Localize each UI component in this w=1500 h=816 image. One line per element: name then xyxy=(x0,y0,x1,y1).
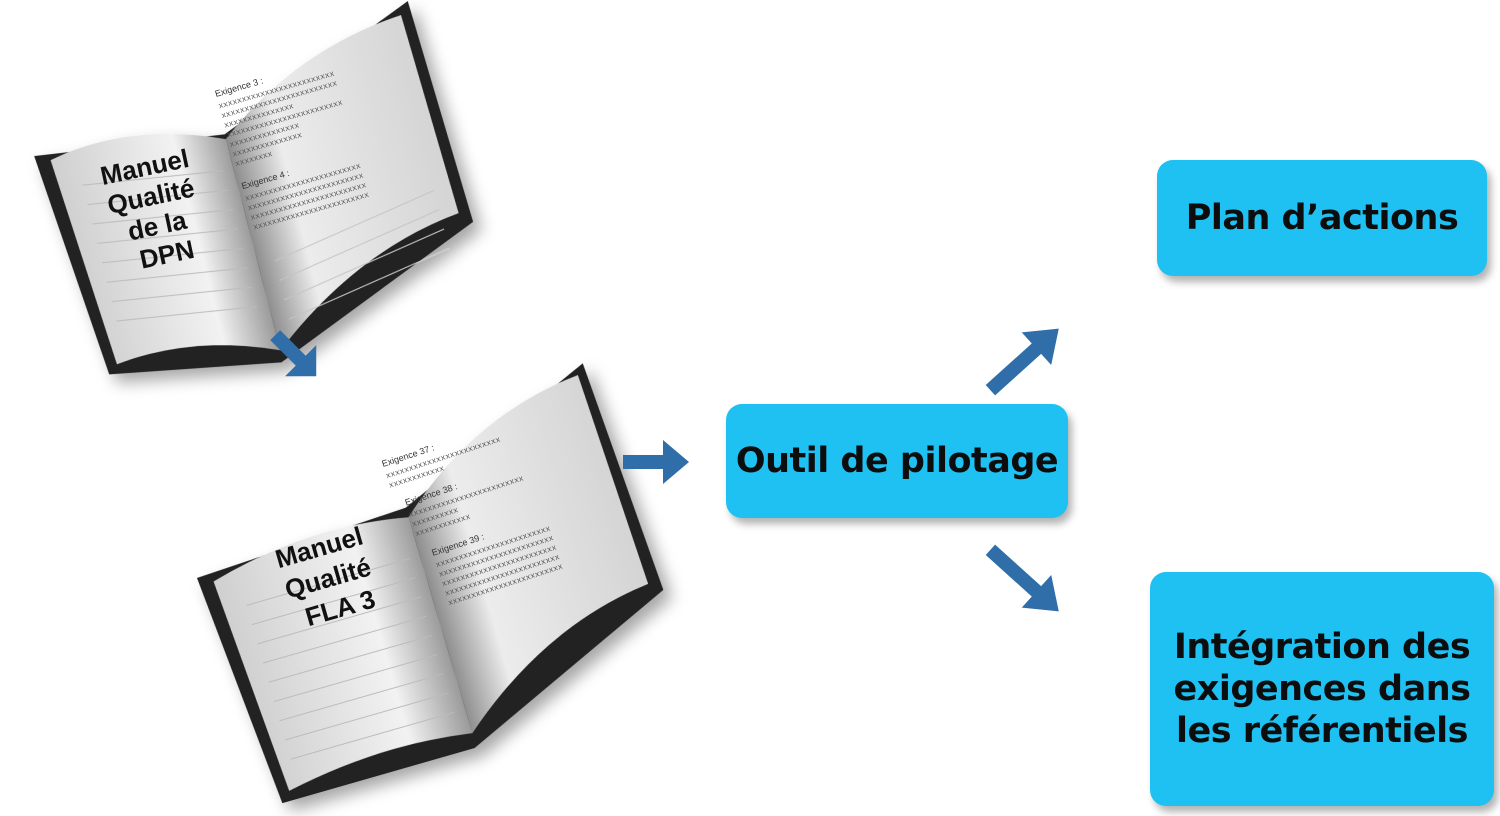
book-2-illustration: Manuel Qualité FLA 3 Exigence 37 : xxxxx… xyxy=(196,363,664,804)
left-page xyxy=(50,133,281,365)
integration-exigences-box: Intégration des exigences dans les référ… xyxy=(1150,572,1494,806)
arrow-up-right-icon xyxy=(985,328,1059,396)
book-1-illustration: Manuel Qualité de la DPN Exigence 3 : xx… xyxy=(34,1,474,375)
arrow-down-right-icon xyxy=(985,544,1059,612)
integration-exigences-label: Intégration des exigences dans les référ… xyxy=(1173,627,1471,751)
outil-de-pilotage-box: Outil de pilotage xyxy=(726,404,1068,518)
plan-actions-box: Plan d’actions xyxy=(1157,160,1487,276)
outil-de-pilotage-label: Outil de pilotage xyxy=(735,441,1059,481)
right-page xyxy=(408,375,649,734)
plan-actions-label: Plan d’actions xyxy=(1185,198,1459,238)
left-page xyxy=(213,517,473,791)
book-manuel-qualite-fla3: Manuel Qualité FLA 3 Exigence 37 : xxxxx… xyxy=(195,363,665,804)
arrow-right-icon xyxy=(623,440,689,484)
book-manuel-qualite-dpn: Manuel Qualité de la DPN Exigence 3 : xx… xyxy=(30,1,474,375)
right-page xyxy=(225,15,459,351)
arrow-down-right-icon xyxy=(270,330,317,377)
